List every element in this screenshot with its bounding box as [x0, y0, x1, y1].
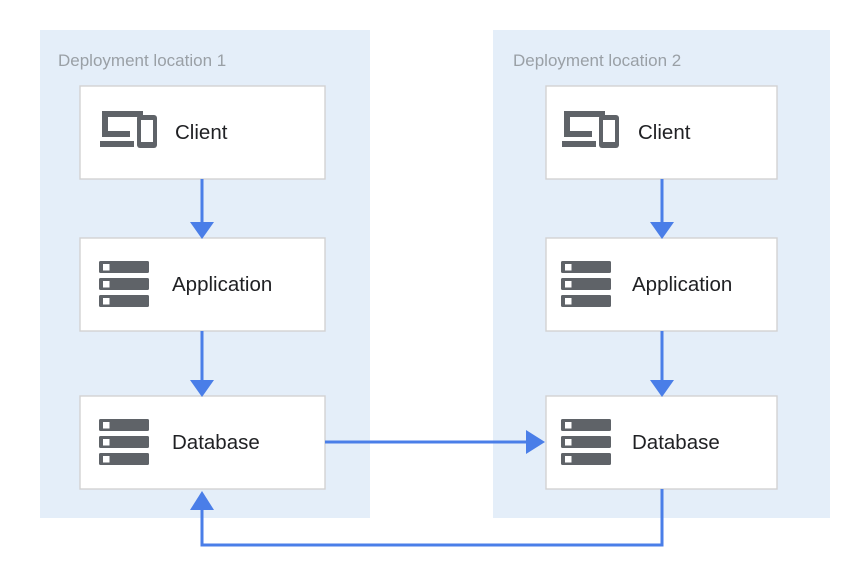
connectors-layer [190, 179, 674, 547]
node-label: Database [632, 431, 720, 454]
node-label: Application [172, 273, 272, 296]
node-application-1[interactable]: Application [79, 237, 326, 332]
node-database-1[interactable]: Database [79, 395, 326, 490]
server-icon [99, 261, 149, 307]
node-label: Client [638, 121, 691, 144]
connector-app2-to-db2 [650, 331, 674, 397]
node-database-2[interactable]: Database [545, 395, 778, 490]
arrowhead-down-icon [650, 380, 674, 397]
node-label: Application [632, 273, 732, 296]
arrowhead-down-icon [190, 222, 214, 239]
server-icon [99, 419, 149, 465]
connector-db1-to-db2-replication [325, 430, 545, 454]
zone-label: Deployment location 2 [513, 51, 681, 70]
node-client-2[interactable]: Client [545, 85, 778, 180]
arrowhead-up-icon [190, 491, 214, 510]
zone-deployment-location-2: Deployment location 2 Client Application… [493, 30, 830, 518]
node-label: Client [175, 121, 228, 144]
server-icon [561, 261, 611, 307]
node-application-2[interactable]: Application [545, 237, 778, 332]
connector-client1-to-app1 [190, 179, 214, 239]
node-label: Database [172, 431, 260, 454]
connector-line [200, 489, 664, 547]
arrowhead-right-icon [526, 430, 545, 454]
connector-client2-to-app2 [650, 179, 674, 239]
arrowhead-down-icon [650, 222, 674, 239]
connector-db2-to-db1-replication [190, 489, 664, 547]
zone-label: Deployment location 1 [58, 51, 226, 70]
zone-deployment-location-1: Deployment location 1 Client Application… [40, 30, 370, 518]
node-client-1[interactable]: Client [79, 85, 326, 180]
connector-app1-to-db1 [190, 331, 214, 397]
server-icon [561, 419, 611, 465]
arrowhead-down-icon [190, 380, 214, 397]
